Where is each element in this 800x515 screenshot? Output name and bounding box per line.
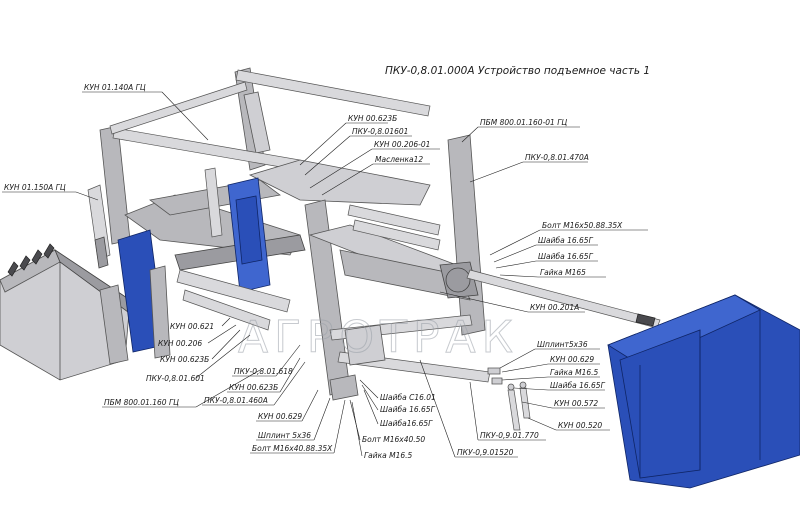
label-shayba-c1601: Шайба С16.01: [380, 393, 436, 402]
label-kun00623b-mid: КУН 00.623Б: [160, 355, 209, 364]
loose-hardware: [487, 367, 531, 431]
label-pku0801618: ПКУ-0,8.01.618: [234, 367, 293, 376]
label-kun00629-right: КУН 00.629: [550, 355, 594, 364]
drawing-title: ПКУ-0,8.01.000А Устройство подъемное час…: [385, 65, 650, 77]
label-shplint-left: Шплинт 5х36: [258, 431, 311, 440]
label-kun00623b-top: КУН 00.623Б: [348, 114, 397, 123]
watermark-text: АГРОТРАК: [238, 312, 519, 363]
label-pku0801460a: ПКУ-0,8.01.460А: [204, 396, 268, 405]
label-gayka-m165: Гайка М165: [540, 268, 586, 277]
label-kun00206-01: КУН 00.206-01: [374, 140, 430, 149]
label-pku080160-1: ПКУ-0,8.01.601: [146, 374, 205, 383]
label-shplint-right: Шплинт5х36: [537, 340, 588, 349]
label-bolt-m16x40: Болт М16х40.88.35Х: [252, 444, 333, 453]
blue-bucket: [607, 294, 800, 489]
callout-labels: КУН 01.140А ГЦ КУН 01.150А ГЦ КУН 00.623…: [4, 83, 623, 460]
label-kun00623b-low: КУН 00.623Б: [229, 383, 278, 392]
label-kun00520: КУН 00.520: [558, 421, 602, 430]
label-kun00206: КУН 00.206: [158, 339, 202, 348]
label-bolt-m16x40-50: Болт М16х40.50: [362, 435, 425, 444]
label-maslenka: Масленка12: [375, 155, 423, 164]
label-shayba-1665g-right: Шайба 16.65Г: [550, 381, 606, 390]
label-kun00201a: КУН 00.201А: [530, 303, 579, 312]
label-pbm80001160-01: ПБМ 800.01.160-01 ГЦ: [480, 118, 567, 127]
label-shayba-165-a: Шайба 16.65Г: [538, 236, 594, 245]
label-pbm80001160: ПБМ 800.01.160 ГЦ: [104, 398, 179, 407]
label-bolt-m16x50: Болт М16х50.88.35Х: [542, 221, 623, 230]
label-kun00629-left: КУН 00.629: [258, 412, 302, 421]
label-shayba-1665g-c: Шайба 16.65Г: [380, 405, 436, 414]
label-pku0801601-top: ПКУ-0,8.01601: [352, 127, 408, 136]
left-frame: [87, 67, 431, 365]
label-shayba-1665g-d: Шайба16.65Г: [380, 419, 433, 428]
label-gayka-m165-low: Гайка М16.5: [364, 451, 413, 460]
label-kun00621: КУН 00.621: [170, 322, 214, 331]
label-kun00572: КУН 00.572: [554, 399, 598, 408]
label-gayka-m165-right: Гайка М16.5: [550, 368, 599, 377]
label-pku0809001770: ПКУ-0,9.01.770: [480, 431, 539, 440]
label-kun01150a: КУН 01.150А ГЦ: [4, 183, 66, 192]
label-pku0901520: ПКУ-0,9.01520: [457, 448, 514, 457]
label-shayba-165-b: Шайба 16.65Г: [538, 252, 594, 261]
right-frame: [304, 134, 661, 401]
label-kun01140a: КУН 01.140А ГЦ: [84, 83, 146, 92]
label-pku080147a: ПКУ-0,8.01.470А: [525, 153, 589, 162]
leader-lines: [2, 91, 648, 458]
